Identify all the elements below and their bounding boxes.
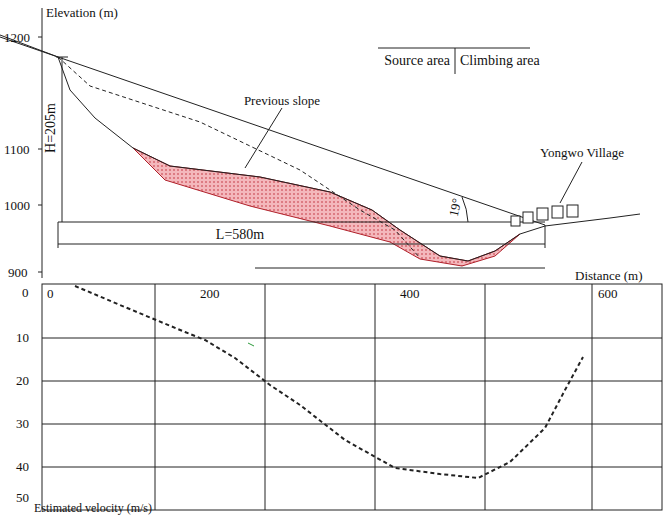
tick-label: 200 — [200, 287, 220, 300]
axis-title: Estimated velocity (m/s) — [34, 502, 152, 514]
tick-label: 0 — [47, 287, 54, 300]
tick-label: 50 — [16, 491, 29, 504]
tick-label: 30 — [16, 417, 29, 430]
tick-label: 1200 — [4, 31, 30, 44]
axis-title: Distance (m) — [575, 269, 643, 282]
callout-label: Previous slope — [244, 94, 320, 107]
tick-label: 1100 — [4, 143, 30, 156]
dimension-label: H=205m — [44, 103, 58, 153]
place-label: Yongwo Village — [540, 146, 624, 159]
dimension-label: L=580m — [216, 228, 264, 242]
region-label: Source area — [384, 54, 450, 68]
angle-label: 19° — [447, 197, 464, 218]
tick-label: 900 — [8, 266, 28, 279]
tick-label: 600 — [598, 287, 618, 300]
tick-label: 1000 — [4, 199, 30, 212]
tick-label: 10 — [16, 331, 29, 344]
tick-label: 40 — [16, 460, 29, 473]
region-label: Climbing area — [460, 54, 540, 68]
tick-label: 0 — [22, 286, 29, 299]
tick-label: 400 — [400, 287, 420, 300]
tick-label: 20 — [16, 374, 29, 387]
axis-title: Elevation (m) — [46, 6, 118, 19]
